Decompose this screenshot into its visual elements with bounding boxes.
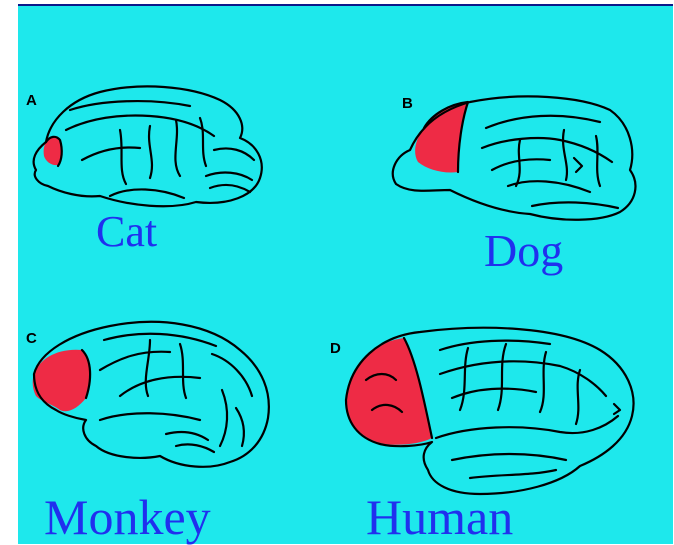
species-label-human: Human <box>366 492 513 542</box>
human-prefrontal-region <box>346 338 432 445</box>
